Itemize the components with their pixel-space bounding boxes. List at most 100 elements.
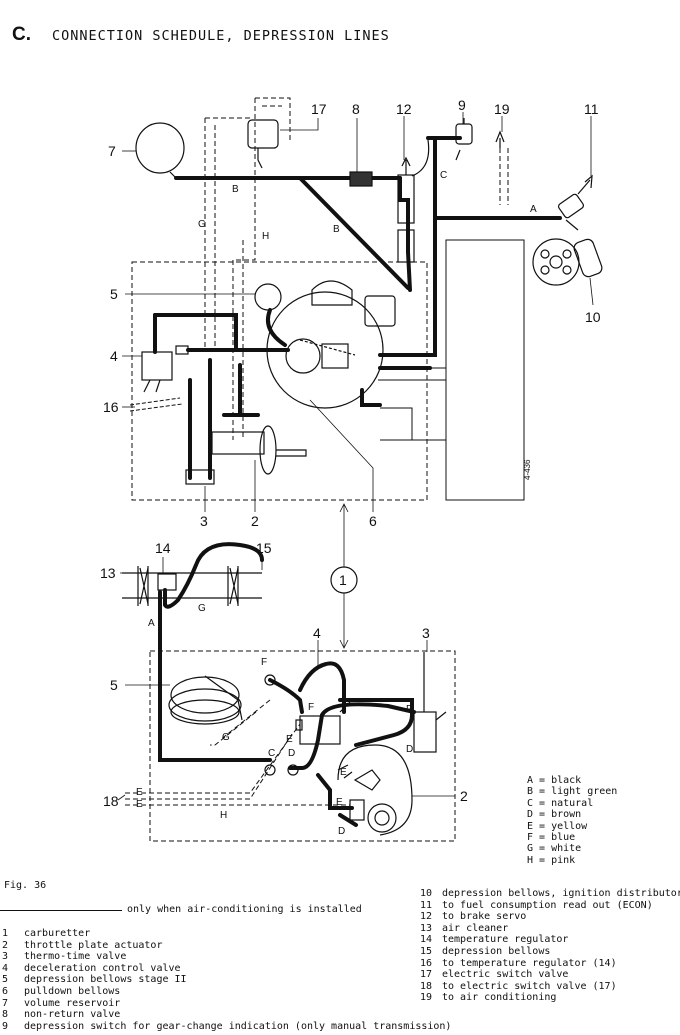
callout-18: 18 [103, 793, 119, 809]
callout-4-lower: 4 [313, 625, 321, 641]
callout-8: 8 [352, 101, 360, 117]
aircon-dashed-lines [204, 97, 509, 440]
callout-2: 2 [251, 513, 259, 529]
line-code-D: D [288, 748, 295, 759]
line-code-G: G [222, 732, 230, 743]
callout-9: 9 [458, 97, 466, 113]
line-code-D: D [406, 744, 413, 755]
section-title: CONNECTION SCHEDULE, DEPRESSION LINES [52, 28, 390, 44]
line-code-B: B [232, 184, 239, 195]
callout-leaders-lower [117, 556, 455, 801]
callout-1: 1 [339, 572, 347, 588]
callout-3-lower: 3 [422, 625, 430, 641]
throttle-plate-actuator [211, 425, 307, 475]
line-code-E: E [286, 734, 293, 745]
callout-7: 7 [108, 143, 116, 159]
drawing-code: 4-436 [523, 459, 532, 480]
deceleration-control-valve [141, 345, 189, 393]
color-key-item: C = natural [527, 797, 594, 809]
lower-thermo-valve [413, 652, 447, 753]
dashed-note-line [0, 910, 122, 911]
section-letter: C. [12, 24, 31, 45]
lower-depression-bellows [168, 675, 243, 725]
callout-3: 3 [200, 513, 208, 529]
lower-valve [295, 701, 351, 745]
line-code-D: D [338, 826, 345, 837]
callout-11: 11 [584, 101, 599, 117]
callout-10: 10 [585, 309, 601, 325]
line-code-H: H [220, 810, 227, 821]
line-code-H: H [262, 231, 269, 242]
line-code-A: A [148, 618, 155, 629]
figure-label: Fig. 36 [4, 880, 47, 891]
callout-19: 19 [494, 101, 510, 117]
line-code-B: B [333, 224, 340, 235]
color-key-item: E = yellow [527, 820, 588, 832]
line-code-F: F [308, 702, 314, 713]
callout-5-lower: 5 [110, 677, 118, 693]
color-key-item: H = pink [527, 854, 576, 866]
callout-2-lower: 2 [460, 788, 468, 804]
lower-engine-frame [149, 650, 456, 842]
aircon-outlet [495, 130, 505, 148]
color-key-item: A = black [527, 775, 582, 786]
callout-17: 17 [311, 101, 327, 117]
color-key: A = black B = light green C = natural D … [527, 775, 617, 866]
callout-16: 16 [103, 399, 119, 415]
carburetter [254, 280, 396, 409]
line-code-G: G [198, 603, 206, 614]
callout-5: 5 [110, 286, 118, 302]
line-code-G: G [198, 219, 206, 230]
line-code-E: E [340, 767, 347, 778]
lower-hoses [158, 542, 416, 827]
line-code-F: F [261, 657, 267, 668]
non-return-valve [349, 171, 373, 187]
callout-15: 15 [256, 540, 272, 556]
color-key-item: G = white [527, 843, 582, 855]
line-code-A: A [530, 204, 537, 215]
callout-14: 14 [155, 540, 171, 556]
econ-connector [557, 174, 593, 231]
callout-6: 6 [369, 513, 377, 529]
line-code-C: C [440, 170, 447, 181]
color-key-item: F = blue [527, 832, 576, 844]
depression-lines-diagram: 7 17 8 12 9 19 11 10 5 4 16 3 2 6 1 14 1… [100, 97, 603, 842]
hose-lines [153, 136, 562, 480]
color-key-item: D = brown [527, 809, 582, 821]
thermo-time-valve [185, 469, 215, 485]
brake-servo-outlet [397, 139, 430, 263]
ignition-distributor-bellows [532, 238, 603, 286]
line-code-E: E [136, 787, 143, 798]
callout-12: 12 [396, 101, 412, 117]
line-code-C: C [268, 748, 275, 759]
temp-regulator-outlets [129, 397, 183, 412]
gear-change-switch [455, 118, 473, 161]
electric-switch-valve [247, 119, 279, 169]
line-code-E: E [336, 797, 343, 808]
line-code-E: E [136, 799, 143, 810]
dashed-note: only when air-conditioning is installed [127, 904, 362, 915]
volume-reservoir [135, 122, 185, 179]
callout-leaders-upper [122, 112, 594, 649]
